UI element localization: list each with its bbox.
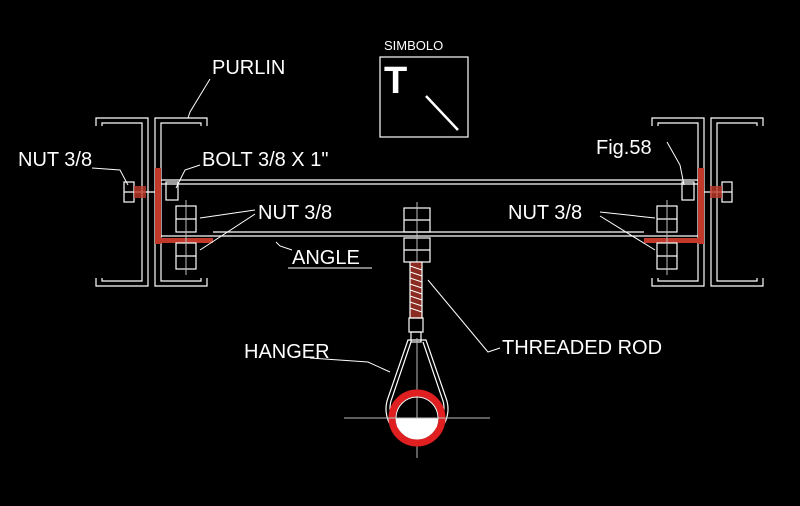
nut-center-label: NUT 3/8	[258, 202, 332, 224]
left-purlin	[95, 117, 208, 287]
symbol-box	[379, 56, 469, 138]
right-clip-plate	[698, 168, 704, 244]
nut-right-label: NUT 3/8	[508, 202, 582, 224]
bolt-label: BOLT 3/8 X 1"	[202, 149, 328, 171]
symbol-letter: T	[384, 60, 407, 102]
leader-lines	[91, 78, 685, 373]
angle-label: ANGLE	[292, 247, 360, 269]
right-angle-leg	[644, 238, 702, 243]
left-beam-nuts	[175, 200, 197, 275]
center-beam-nuts	[403, 202, 431, 268]
fig-label: Fig.58	[596, 137, 652, 159]
right-bolt	[681, 181, 733, 203]
threaded-rod-label: THREADED ROD	[502, 337, 662, 359]
threaded-rod	[408, 261, 424, 343]
pipe	[344, 389, 490, 447]
left-bolt	[123, 181, 179, 203]
right-beam-nuts	[656, 200, 678, 275]
nut-left-label: NUT 3/8	[18, 149, 92, 171]
hanger-label: HANGER	[244, 341, 330, 363]
purlin-label: PURLIN	[212, 57, 285, 79]
left-clip-plate	[155, 168, 161, 244]
simbolo-label: SIMBOLO	[384, 38, 443, 53]
left-angle-leg	[155, 238, 213, 243]
right-purlin	[651, 117, 764, 287]
